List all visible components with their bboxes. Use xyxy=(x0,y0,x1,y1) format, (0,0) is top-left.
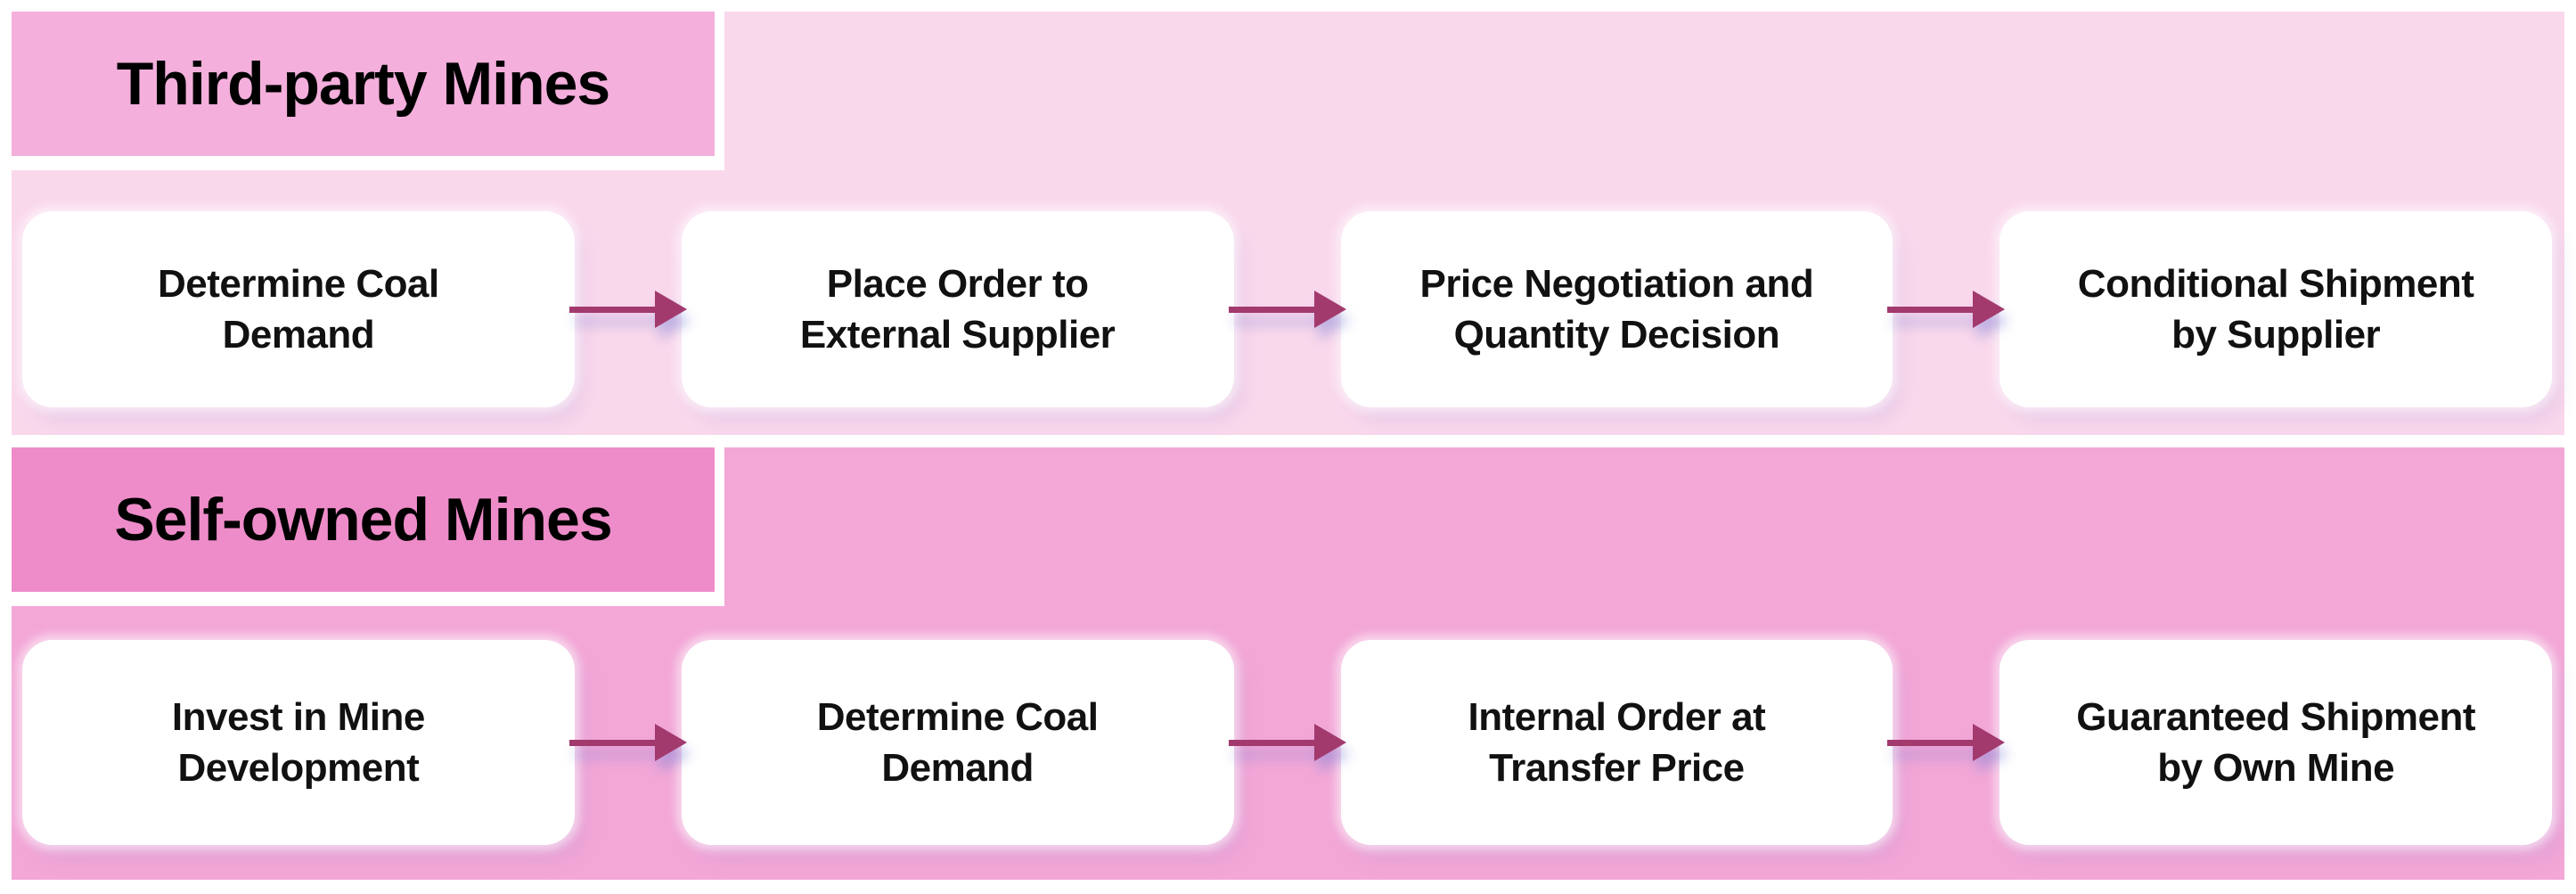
step-conditional-shipment-by-supplier: Conditional Shipment by Supplier xyxy=(1999,211,2552,407)
arrow-right-icon xyxy=(568,724,687,761)
arrow-shaft xyxy=(1887,739,1974,746)
arrow-shaft xyxy=(1887,306,1974,313)
step-label-line1: Place Order to xyxy=(826,262,1089,306)
lane-title-third-party: Third-party Mines xyxy=(116,50,610,118)
steps-row-third-party: Determine Coal Demand Place Order to Ext… xyxy=(22,211,2552,407)
step-label-line1: Invest in Mine xyxy=(171,695,425,739)
arrow-head xyxy=(654,724,687,761)
arrow-shaft xyxy=(1228,739,1314,746)
step-invest-in-mine-development: Invest in Mine Development xyxy=(22,640,575,845)
lane-self-owned-mines: Self-owned Mines Invest in Mine Developm… xyxy=(12,447,2564,880)
lane-title-self-owned: Self-owned Mines xyxy=(114,486,612,554)
step-label-line1: Conditional Shipment xyxy=(2077,262,2474,306)
arrow-right-icon xyxy=(568,291,687,328)
step-label-line2: by Own Mine xyxy=(2157,746,2395,790)
step-label-line2: Transfer Price xyxy=(1489,746,1745,790)
step-label-line2: by Supplier xyxy=(2171,313,2381,357)
arrow-head xyxy=(1973,291,2006,328)
step-label-line2: Demand xyxy=(881,746,1034,790)
arrow-shaft xyxy=(1228,306,1314,313)
arrow-head xyxy=(1313,291,1346,328)
step-label-line2: Quantity Decision xyxy=(1453,313,1780,357)
arrow-head xyxy=(1313,724,1346,761)
step-label-line1: Determine Coal xyxy=(816,695,1099,739)
step-determine-coal-demand: Determine Coal Demand xyxy=(22,211,575,407)
step-label-line1: Price Negotiation and xyxy=(1419,262,1814,306)
step-price-negotiation-quantity-decision: Price Negotiation and Quantity Decision xyxy=(1340,211,1893,407)
step-place-order-external-supplier: Place Order to External Supplier xyxy=(681,211,1234,407)
step-label-line1: Internal Order at xyxy=(1468,695,1766,739)
arrow-right-icon xyxy=(1228,291,1346,328)
step-internal-order-transfer-price: Internal Order at Transfer Price xyxy=(1340,640,1893,845)
step-label-line2: External Supplier xyxy=(799,313,1116,357)
arrow-shaft xyxy=(568,306,655,313)
step-guaranteed-shipment-by-own-mine: Guaranteed Shipment by Own Mine xyxy=(1999,640,2552,845)
arrow-right-icon xyxy=(1228,724,1346,761)
arrow-right-icon xyxy=(1887,724,2006,761)
arrow-head xyxy=(654,291,687,328)
arrow-head xyxy=(1973,724,2006,761)
lane-header-third-party: Third-party Mines xyxy=(12,12,724,170)
step-determine-coal-demand-2: Determine Coal Demand xyxy=(681,640,1234,845)
step-label-line1: Determine Coal xyxy=(157,262,439,306)
lane-third-party-mines: Third-party Mines Determine Coal Demand … xyxy=(12,12,2564,435)
arrow-right-icon xyxy=(1887,291,2006,328)
step-label-line2: Development xyxy=(177,746,420,790)
lane-header-self-owned: Self-owned Mines xyxy=(12,447,724,606)
step-label-line2: Demand xyxy=(222,313,375,357)
step-label-line1: Guaranteed Shipment xyxy=(2076,695,2475,739)
steps-row-self-owned: Invest in Mine Development Determine Coa… xyxy=(22,640,2552,845)
arrow-shaft xyxy=(568,739,655,746)
